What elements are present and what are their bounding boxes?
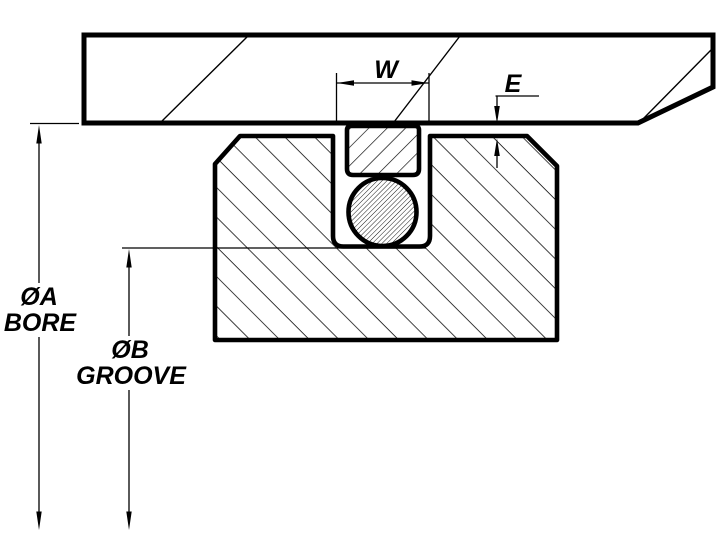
o-ring xyxy=(346,175,419,249)
label-extrusion-gap: E xyxy=(505,70,523,98)
dim-groove-width: W xyxy=(335,56,430,121)
piston-block-outline xyxy=(212,133,560,343)
dim-bore-diameter: ØA BORE xyxy=(4,122,79,530)
housing-hatch-line xyxy=(642,49,712,120)
housing-hatch-line xyxy=(393,35,461,123)
arrowhead-up-icon xyxy=(494,138,500,156)
arrowhead-down-icon xyxy=(36,511,42,530)
label-groove-symbol: ØB xyxy=(111,336,149,364)
housing-hatch-line xyxy=(160,35,249,123)
piston-block xyxy=(212,133,560,343)
bore-housing xyxy=(81,32,716,126)
arrowhead-up-icon xyxy=(36,125,42,144)
arrowhead-down-icon xyxy=(126,511,132,530)
label-bore-name: BORE xyxy=(4,309,78,337)
arrowhead-right-icon xyxy=(411,80,429,86)
bore-housing-outline xyxy=(81,32,716,126)
arrowhead-down-icon xyxy=(494,106,500,124)
arrowhead-left-icon xyxy=(337,80,354,86)
dim-extrusion-gap: E xyxy=(494,70,539,168)
label-groove-name: GROOVE xyxy=(76,362,187,390)
cap-seal xyxy=(344,123,422,178)
dim-groove-diameter: ØB GROOVE xyxy=(76,247,426,530)
arrowhead-up-icon xyxy=(126,249,132,268)
label-groove-width: W xyxy=(374,56,400,84)
label-bore-symbol: ØA xyxy=(20,283,58,311)
